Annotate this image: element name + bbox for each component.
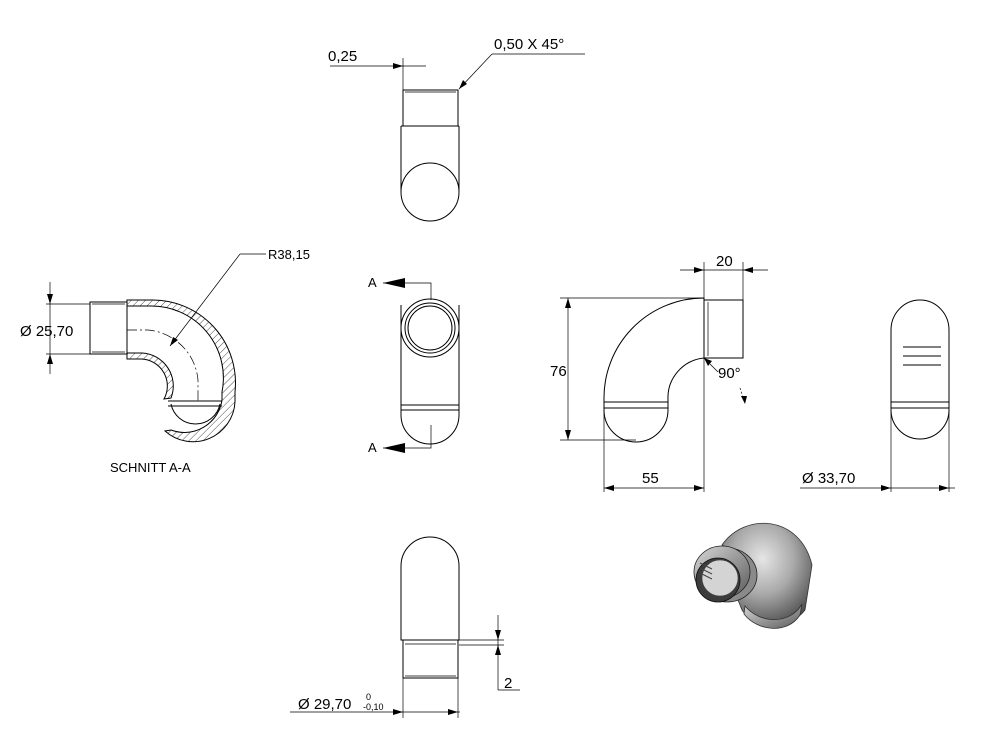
side-view: 20 76 55 90° (550, 253, 768, 492)
inner-diameter-label: Ø 25,70 (20, 323, 73, 340)
chamfer-label: 0,50 X 45° (494, 36, 564, 53)
width-label: 55 (642, 470, 659, 487)
tolerance-upper: 0 (366, 692, 371, 702)
outer-diameter-label: Ø 33,70 (802, 470, 855, 487)
isometric-view (693, 522, 813, 629)
step-label: 2 (504, 675, 512, 692)
tolerance-lower: -0,10 (363, 702, 384, 712)
bottom-view: 2 Ø 29,70 0 -0,10 (290, 536, 520, 718)
collar-length-label: 20 (716, 253, 733, 270)
spigot-diameter-label: Ø 29,70 (298, 696, 351, 713)
section-marker-top: A (368, 275, 377, 290)
section-title: SCHNITT A-A (110, 460, 191, 475)
height-label: 76 (550, 363, 567, 380)
bend-radius-label: R38,15 (268, 247, 310, 262)
section-a-a-view: R38,15 Ø 25,70 SCHNITT A-A (20, 247, 310, 475)
top-view: 0,25 0,50 X 45° (328, 36, 585, 222)
front-view: A A (368, 275, 460, 455)
wall-offset-label: 0,25 (328, 48, 357, 65)
section-marker-bottom: A (368, 440, 377, 455)
right-view: Ø 33,70 (800, 299, 955, 492)
angle-label: 90° (718, 365, 741, 382)
